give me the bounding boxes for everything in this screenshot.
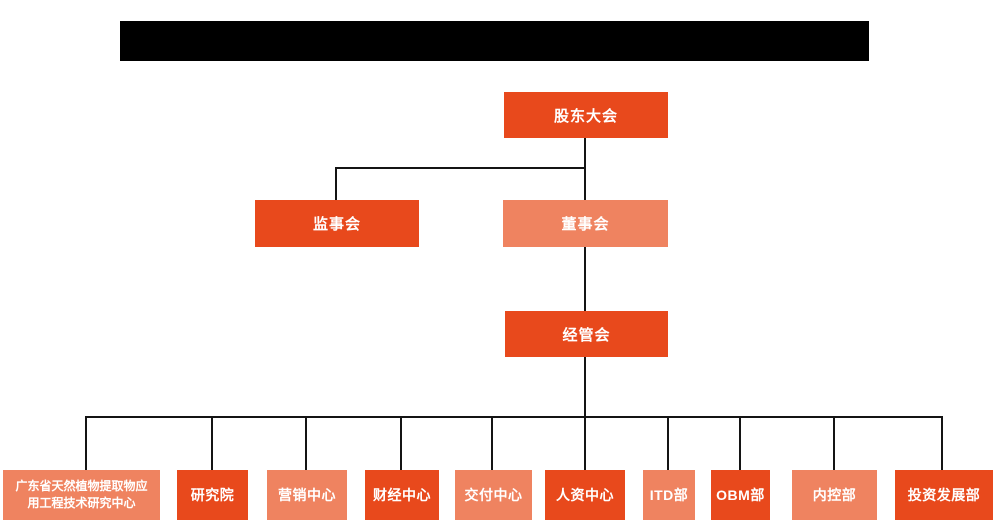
node-supervisory-board[interactable]: 监事会: [255, 200, 419, 247]
node-hr-center[interactable]: 人资中心: [545, 470, 625, 520]
connector-drop-7: [667, 416, 669, 470]
node-research-center[interactable]: 广东省天然植物提取物应用工程技术研究中心: [3, 470, 160, 520]
connector-drop-1: [85, 416, 87, 470]
connector-drop-2: [211, 416, 213, 470]
connector-drop-8: [739, 416, 741, 470]
node-delivery-center[interactable]: 交付中心: [455, 470, 532, 520]
connector-drop-3: [305, 416, 307, 470]
node-shareholders-meeting[interactable]: 股东大会: [504, 92, 668, 138]
connector-root-down: [584, 138, 586, 168]
connector-bottom-branch: [85, 416, 943, 418]
connector-top-branch: [335, 167, 586, 169]
connector-to-board: [584, 167, 586, 200]
connector-management-down: [584, 357, 586, 470]
node-board-of-directors[interactable]: 董事会: [503, 200, 668, 247]
connector-drop-4: [400, 416, 402, 470]
connector-drop-10: [941, 416, 943, 470]
node-management-committee[interactable]: 经管会: [505, 311, 668, 357]
redacted-title-bar: [120, 21, 869, 61]
node-internal-control-department[interactable]: 内控部: [792, 470, 877, 520]
connector-to-supervisory: [335, 167, 337, 200]
node-itd-department[interactable]: ITD部: [643, 470, 695, 520]
node-research-institute[interactable]: 研究院: [177, 470, 248, 520]
node-marketing-center[interactable]: 营销中心: [267, 470, 347, 520]
node-obm-department[interactable]: OBM部: [711, 470, 770, 520]
node-finance-center[interactable]: 财经中心: [365, 470, 439, 520]
connector-drop-5: [491, 416, 493, 470]
node-investment-development-department[interactable]: 投资发展部: [895, 470, 993, 520]
connector-drop-9: [833, 416, 835, 470]
connector-board-to-management: [584, 247, 586, 311]
